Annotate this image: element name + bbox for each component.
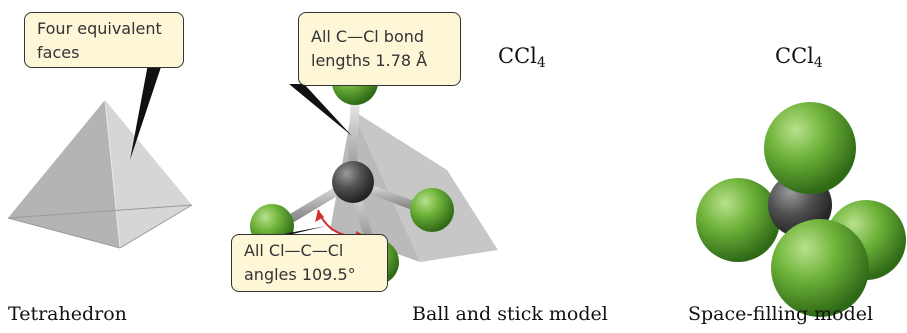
faces-callout-line2: faces: [37, 43, 80, 62]
space-filling-formula-symbol: CCl: [775, 44, 814, 68]
bond-angle-callout-line2: angles 109.5°: [244, 265, 356, 284]
ball-stick-formula-subscript: 4: [536, 55, 546, 71]
bond-angle-callout: All Cl—C—Cl angles 109.5°: [231, 234, 388, 292]
bond-length-callout-pointer: [289, 84, 352, 136]
faces-callout-line1: Four equivalent: [37, 19, 162, 38]
space-filling-formula: CCl4: [775, 44, 823, 71]
sf-chlorine-left: [696, 178, 780, 262]
ball-stick-caption: Ball and stick model: [412, 303, 608, 325]
bond-angle-callout-line1: All Cl—C—Cl: [244, 241, 344, 260]
faces-callout: Four equivalent faces: [24, 12, 184, 68]
sf-chlorine-top: [764, 102, 856, 194]
chlorine-atom-right: [410, 188, 454, 232]
tetrahedron-caption: Tetrahedron: [8, 303, 127, 325]
tetrahedron-shape: [7, 99, 193, 249]
ball-stick-formula: CCl4: [498, 44, 546, 71]
ball-stick-formula-symbol: CCl: [498, 44, 537, 68]
bond-length-callout-line1: All C—Cl bond: [311, 27, 425, 46]
bond-length-callout: All C—Cl bond lengths 1.78 Å: [298, 12, 461, 86]
space-filling-caption: Space-filling model: [688, 303, 874, 325]
bond-length-callout-line2: lengths 1.78 Å: [311, 51, 428, 70]
space-filling-model: [696, 102, 906, 317]
sf-chlorine-bottom: [771, 219, 869, 317]
carbon-atom: [332, 161, 374, 203]
faces-callout-pointer: [130, 64, 162, 160]
space-filling-formula-subscript: 4: [813, 55, 823, 71]
